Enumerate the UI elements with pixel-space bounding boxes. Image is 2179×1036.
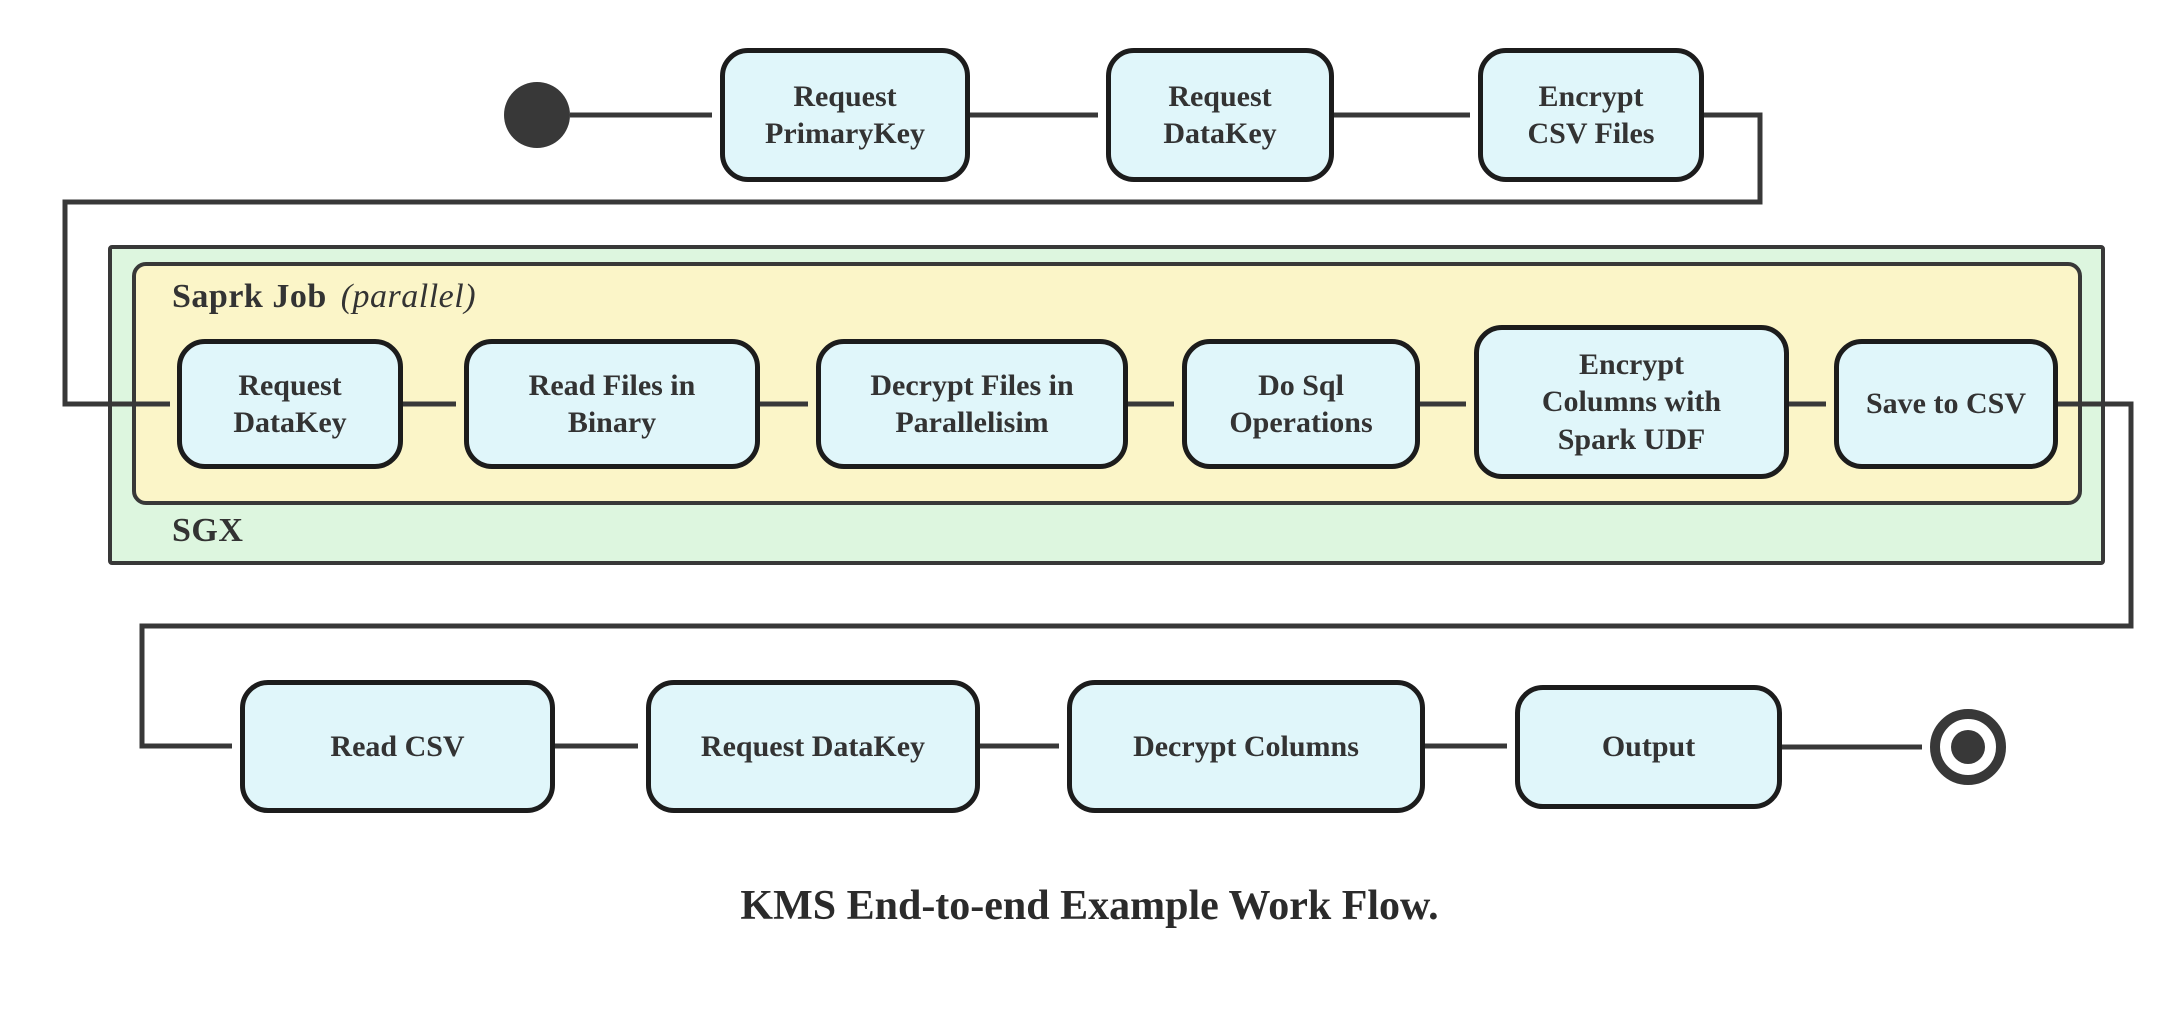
node-decrypt-files-in-parallelisim: Decrypt Files in Parallelisim (816, 339, 1128, 469)
end-state-inner-dot (1951, 730, 1985, 764)
node-request-datakey-top: Request DataKey (1106, 48, 1334, 182)
spark-job-label-text: Saprk Job (172, 278, 327, 315)
node-encrypt-csv-files: Encrypt CSV Files (1478, 48, 1704, 182)
node-encrypt-columns-with-spark-udf: Encrypt Columns with Spark UDF (1474, 325, 1789, 479)
node-do-sql-operations: Do Sql Operations (1182, 339, 1420, 469)
node-read-files-in-binary: Read Files in Binary (464, 339, 760, 469)
spark-job-label: Saprk Job (parallel) (172, 278, 476, 316)
start-state-icon (504, 82, 570, 148)
diagram-caption: KMS End-to-end Example Work Flow. (740, 883, 1439, 929)
spark-job-parallel-qualifier: (parallel) (340, 278, 477, 315)
sgx-label: SGX (172, 512, 244, 549)
node-output: Output (1515, 685, 1782, 809)
node-request-datakey-sgx: Request DataKey (177, 339, 403, 469)
node-read-csv: Read CSV (240, 680, 555, 813)
node-save-to-csv: Save to CSV (1834, 339, 2058, 469)
node-request-primarykey: Request PrimaryKey (720, 48, 970, 182)
node-request-datakey-bottom: Request DataKey (646, 680, 980, 813)
node-decrypt-columns: Decrypt Columns (1067, 680, 1425, 813)
end-state-icon (1930, 709, 2006, 785)
